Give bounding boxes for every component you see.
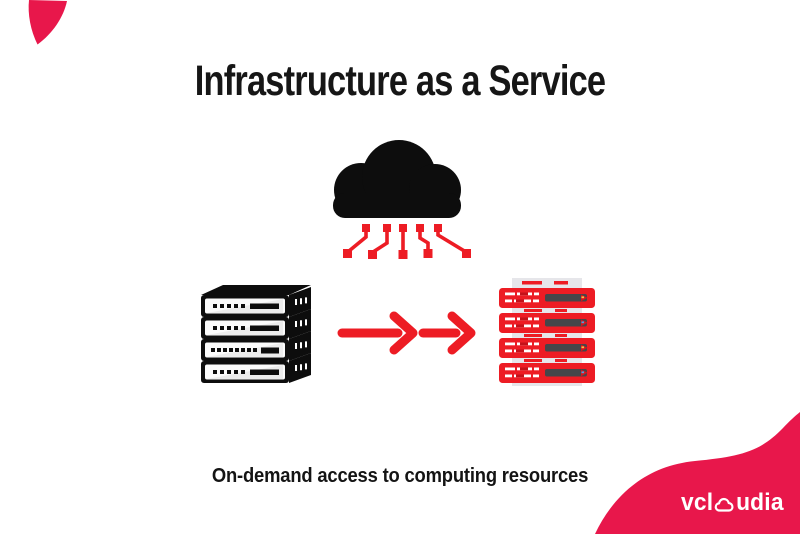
brand-wordmark-post: udia [736,489,784,516]
brand-wave-path [595,412,800,534]
server-stack-black-body [201,285,311,383]
cloud-icon [333,140,471,259]
arrows-group [337,311,476,355]
brand-wordmark: vcl udia [681,488,784,518]
circuit-pads [343,224,471,259]
red-server-unit-details [505,292,588,378]
page-title: Infrastructure as a Service [194,57,606,105]
circuit-pins-icon [346,229,469,255]
cloud-shape [333,140,461,218]
brand-wave-shape [595,412,800,534]
arrow-right-icon [337,311,476,355]
corner-accent-path [28,0,68,45]
cloud-o-icon [714,497,734,512]
brand-wordmark-pre: vcl [681,489,714,516]
server-stack-black-icon [201,285,311,383]
corner-accent-shape [28,0,68,45]
server-stack-red-icon [499,278,595,386]
caption-text: On-demand access to computing resources [211,465,589,487]
rack-gap-dashes [522,281,568,362]
